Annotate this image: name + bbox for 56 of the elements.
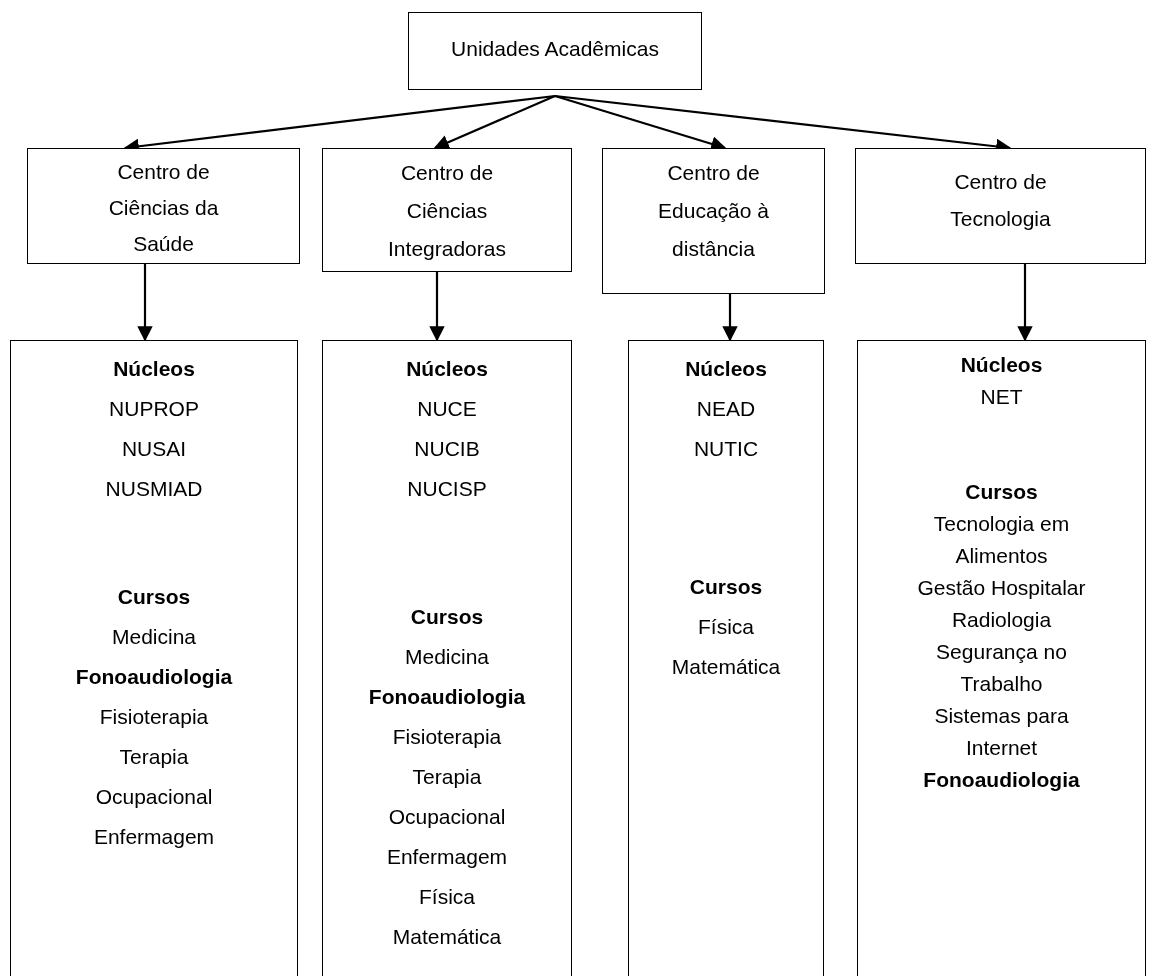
- section-heading: Cursos: [689, 574, 763, 600]
- list-item: Matemática: [392, 924, 502, 950]
- list-item: Matemática: [671, 654, 781, 680]
- list-item: NUCISP: [407, 476, 487, 502]
- list-item: Medicina: [404, 644, 489, 670]
- unit-name: Centro de Tecnologia: [949, 169, 1052, 232]
- arrow: [429, 272, 445, 342]
- list-item: NEAD: [696, 396, 756, 422]
- section-heading: Cursos: [117, 584, 191, 610]
- center-box: [27, 148, 300, 264]
- section-heading: Núcleos: [685, 356, 767, 382]
- list-item: Terapia Ocupacional: [94, 744, 214, 810]
- list-item: Enfermagem: [93, 824, 215, 850]
- center-box: [322, 148, 572, 272]
- section-heading: Cursos: [410, 604, 484, 630]
- arrow: [1017, 264, 1033, 342]
- root-box: [408, 12, 702, 90]
- list-item: NET: [980, 384, 1023, 410]
- section-heading: Núcleos: [960, 352, 1043, 378]
- content-box: [322, 340, 572, 976]
- unit-name: Centro de Ciências da Saúde: [107, 159, 220, 257]
- list-item: Enfermagem: [386, 844, 508, 870]
- list-item: NUCIB: [414, 436, 480, 462]
- list-item: Radiologia: [951, 607, 1052, 633]
- arrow: [433, 95, 556, 150]
- list-item: NUPROP: [109, 396, 199, 422]
- section-heading: Fonoaudiologia: [923, 767, 1080, 793]
- unit-name: Centro de Educação à distância: [657, 160, 770, 262]
- content-box: [857, 340, 1146, 976]
- center-box: [855, 148, 1146, 264]
- section-heading: Fonoaudiologia: [75, 664, 233, 690]
- content-box: [10, 340, 298, 976]
- section-heading: Cursos: [965, 479, 1038, 505]
- list-item: Medicina: [111, 624, 196, 650]
- list-item: Fisioterapia: [99, 704, 209, 730]
- arrow: [722, 294, 738, 342]
- list-item: Tecnologia em Alimentos: [932, 511, 1071, 569]
- list-item: Terapia Ocupacional: [387, 764, 507, 830]
- list-item: Gestão Hospitalar: [917, 575, 1086, 601]
- list-item: Sistemas para Internet: [933, 703, 1070, 761]
- unit-name: Centro de Ciências Integradoras: [387, 160, 507, 262]
- section-heading: Núcleos: [113, 356, 195, 382]
- list-item: NUCE: [417, 396, 477, 422]
- content-box: [628, 340, 824, 976]
- list-item: Fisioterapia: [392, 724, 502, 750]
- list-item: Física: [419, 884, 475, 910]
- list-item: Física: [698, 614, 754, 640]
- section-heading: Núcleos: [406, 356, 488, 382]
- list-item: NUSAI: [121, 436, 187, 462]
- center-box: [602, 148, 825, 294]
- section-heading: Fonoaudiologia: [368, 684, 526, 710]
- arrow: [137, 264, 153, 342]
- unit-name: Unidades Acadêmicas: [451, 36, 659, 62]
- list-item: NUSMIAD: [105, 476, 203, 502]
- list-item: Segurança no Trabalho: [935, 639, 1068, 697]
- list-item: NUTIC: [693, 436, 759, 462]
